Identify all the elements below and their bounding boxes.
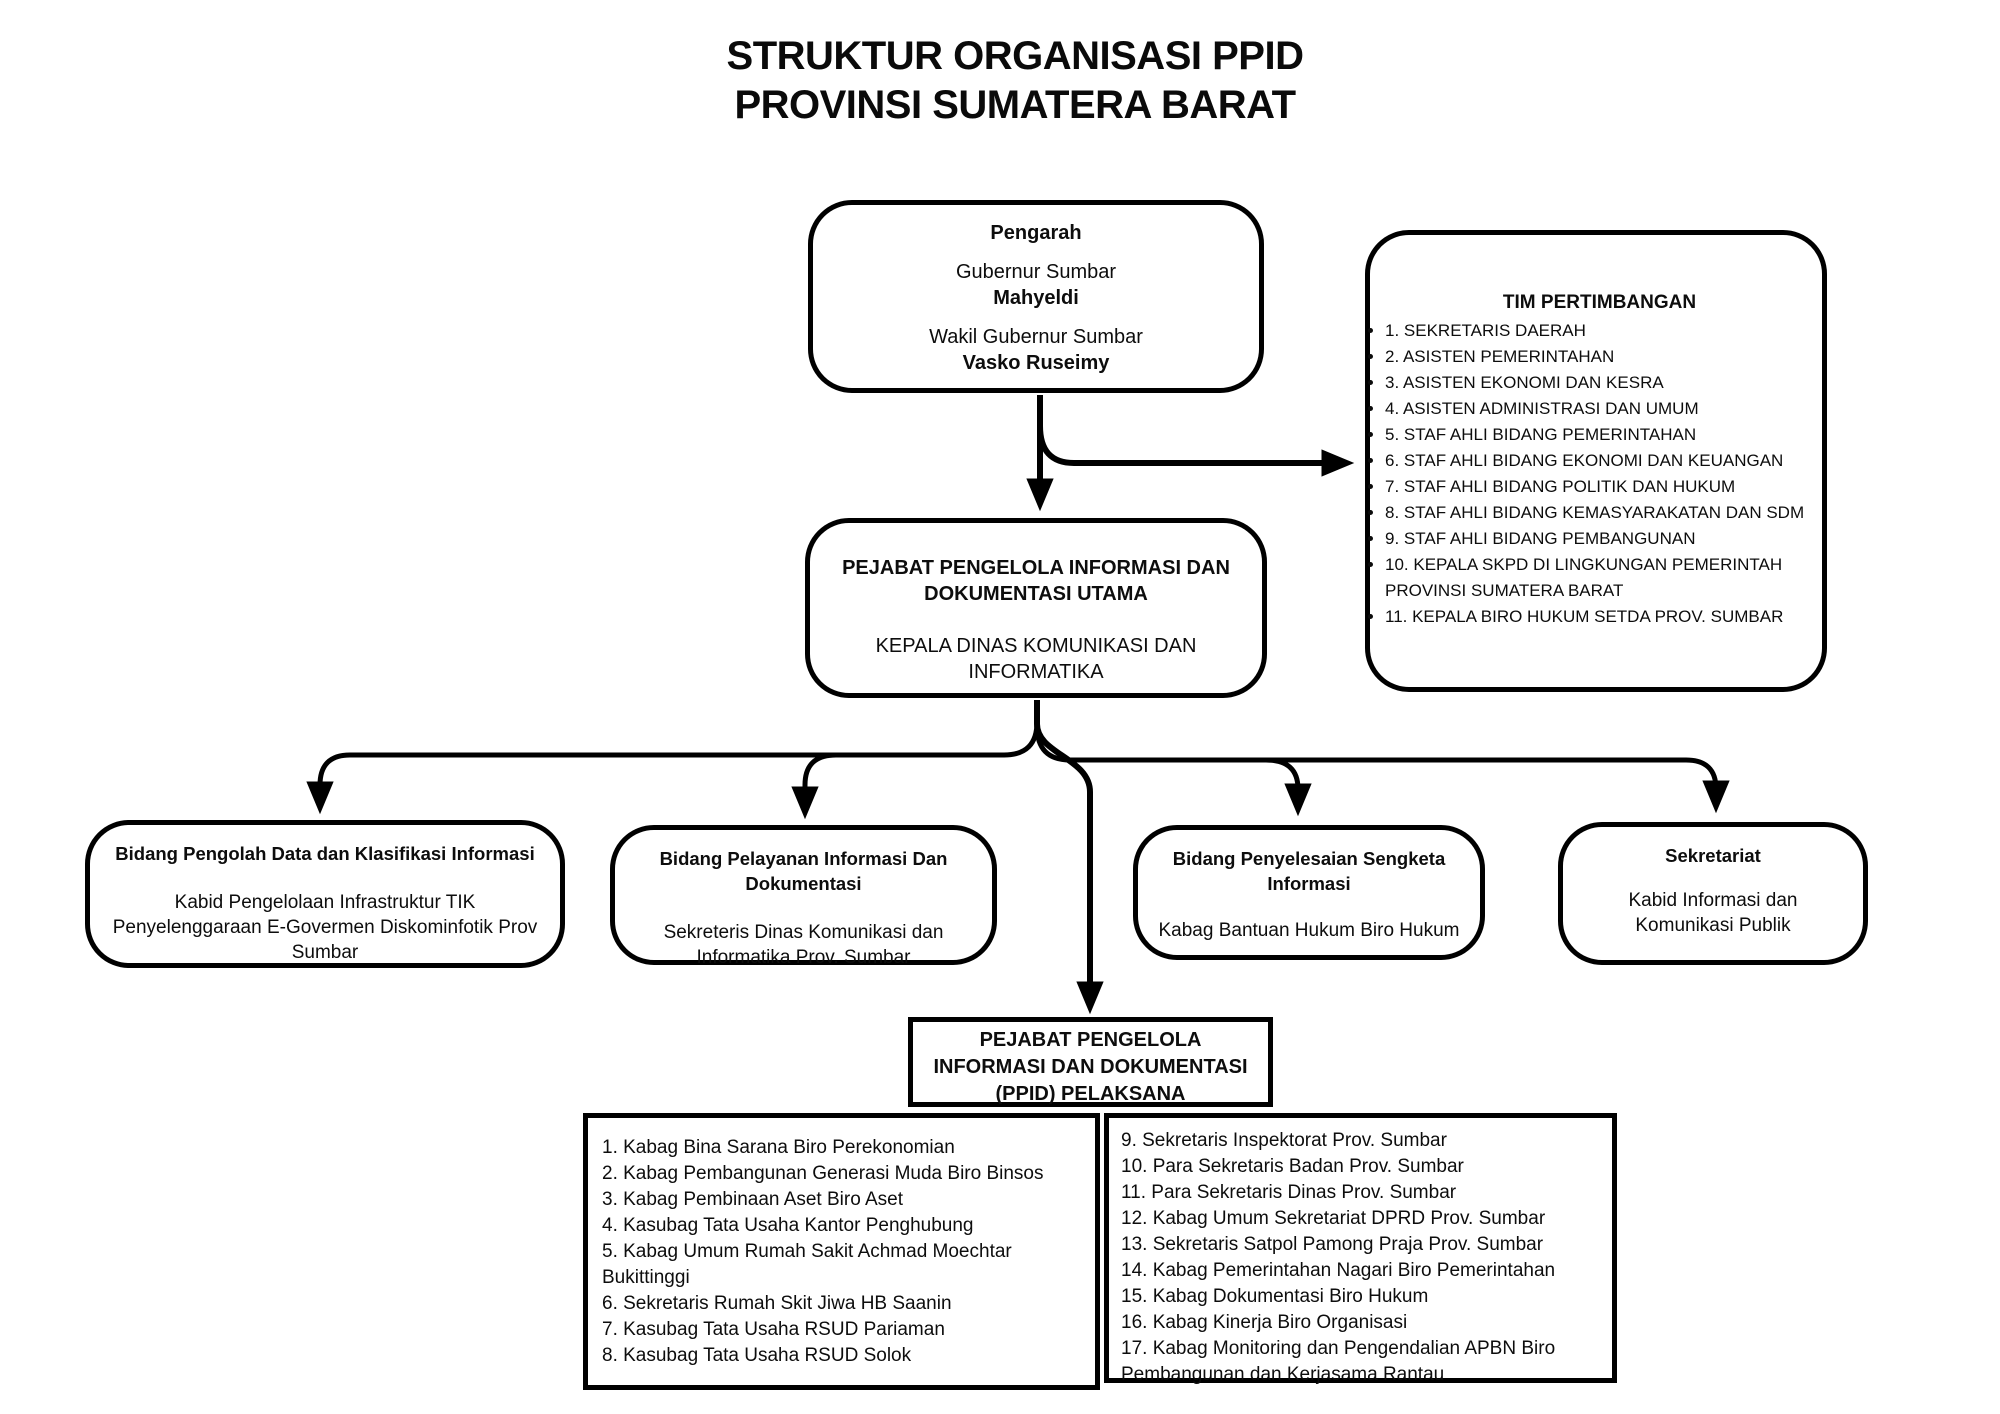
- ppid-utama-subtitle: KEPALA DINAS KOMUNIKASI DAN INFORMATIKA: [875, 635, 1197, 683]
- page-title-line2: PROVINSI SUMATERA BARAT: [734, 83, 1296, 127]
- spacer: [813, 246, 1259, 259]
- arrow-to-bidang-3: [1265, 757, 1312, 817]
- arrow-to-bidang-4: [1034, 725, 1730, 814]
- bidang-subtitle: Kabid Informasi dan Komunikasi Publik: [1628, 890, 1798, 936]
- list-item: 10. Para Sekretaris Badan Prov. Sumbar: [1121, 1156, 1464, 1177]
- list-item: 1. Kabag Bina Sarana Biro Perekonomian: [602, 1137, 955, 1158]
- list-item: 7. STAF AHLI BIDANG POLITIK DAN HUKUM: [1385, 474, 1814, 500]
- pengarah-box: Pengarah Gubernur Sumbar Mahyeldi Wakil …: [808, 200, 1264, 393]
- list-item: 2. ASISTEN PEMERINTAHAN: [1385, 344, 1814, 370]
- list-item: 4. ASISTEN ADMINISTRASI DAN UMUM: [1385, 396, 1814, 422]
- pengarah-role-vice-governor: Wakil Gubernur Sumbar: [929, 326, 1143, 348]
- list-item: 15. Kabag Dokumentasi Biro Hukum: [1121, 1286, 1429, 1307]
- list-item: 8. STAF AHLI BIDANG KEMASYARAKATAN DAN S…: [1385, 500, 1814, 526]
- list-item: 6. STAF AHLI BIDANG EKONOMI DAN KEUANGAN: [1385, 448, 1814, 474]
- pengarah-role-governor: Gubernur Sumbar: [955, 261, 1117, 283]
- list-item: 1. SEKRETARIS DAERAH: [1385, 318, 1814, 344]
- arrow-to-bidang-2: [791, 752, 837, 820]
- list-item: 17. Kabag Monitoring dan Pengendalian AP…: [1121, 1338, 1556, 1385]
- pelaksana-list-left: 1. Kabag Bina Sarana Biro Perekonomian 2.…: [602, 1135, 1085, 1369]
- ppid-pelaksana-heading: PEJABAT PENGELOLA INFORMASI DAN DOKUMENT…: [933, 1029, 1248, 1105]
- list-item: 5. Kabag Umum Rumah Sakit Achmad Moechta…: [602, 1241, 1012, 1288]
- list-item: 16. Kabag Kinerja Biro Organisasi: [1121, 1312, 1408, 1333]
- list-item: 11. Para Sekretaris Dinas Prov. Sumbar: [1121, 1182, 1457, 1203]
- list-item: 3. Kabag Pembinaan Aset Biro Aset: [602, 1189, 904, 1210]
- list-item: 12. Kabag Umum Sekretariat DPRD Prov. Su…: [1121, 1208, 1546, 1229]
- arrow-to-tim-pertimbangan: [1037, 425, 1355, 477]
- list-item: 5. STAF AHLI BIDANG PEMERINTAHAN: [1385, 422, 1814, 448]
- sekretariat-box: Sekretariat Kabid Informasi dan Komunika…: [1558, 822, 1868, 965]
- bidang-subtitle: Sekreteris Dinas Komunikasi dan Informat…: [663, 922, 944, 968]
- ppid-utama-box: PEJABAT PENGELOLA INFORMASI DAN DOKUMENT…: [805, 518, 1267, 698]
- page-title-line1: STRUKTUR ORGANISASI PPID: [726, 34, 1304, 78]
- tim-pertimbangan-list: 1. SEKRETARIS DAERAH2. ASISTEN PEMERINTA…: [1385, 318, 1814, 630]
- list-item: 13. Sekretaris Satpol Pamong Praja Prov.…: [1121, 1234, 1544, 1255]
- bidang-subtitle: Kabag Bantuan Hukum Biro Hukum: [1158, 920, 1460, 941]
- pelaksana-list-right-box: 9. Sekretaris Inspektorat Prov. Sumbar 10…: [1104, 1113, 1617, 1385]
- list-item: 14. Kabag Pemerintahan Nagari Biro Pemer…: [1121, 1260, 1556, 1281]
- spacer: [813, 311, 1259, 324]
- bidang-heading: Bidang Penyelesaian Sengketa Informasi: [1172, 848, 1446, 894]
- bidang-subtitle: Kabid Pengelolaan Infrastruktur TIK Peny…: [112, 892, 538, 963]
- pelaksana-list-left-box: 1. Kabag Bina Sarana Biro Perekonomian 2.…: [583, 1113, 1100, 1390]
- list-item: 8. Kasubag Tata Usaha RSUD Solok: [602, 1345, 912, 1366]
- list-item: 9. STAF AHLI BIDANG PEMBANGUNAN: [1385, 526, 1814, 552]
- tim-pertimbangan-box: TIM PERTIMBANGAN 1. SEKRETARIS DAERAH2. …: [1365, 230, 1827, 692]
- bidang-heading: Sekretariat: [1665, 845, 1761, 866]
- bidang-pengolah-data-box: Bidang Pengolah Data dan Klasifikasi Inf…: [85, 820, 565, 968]
- tim-pertimbangan-heading: TIM PERTIMBANGAN: [1502, 292, 1697, 313]
- bidang-pelayanan-box: Bidang Pelayanan Informasi Dan Dokumenta…: [610, 825, 997, 968]
- list-item: 11. KEPALA BIRO HUKUM SETDA PROV. SUMBAR: [1385, 604, 1814, 630]
- list-item: 4. Kasubag Tata Usaha Kantor Penghubung: [602, 1215, 974, 1236]
- pengarah-heading: Pengarah: [990, 222, 1082, 244]
- page-title: STRUKTUR ORGANISASI PPID PROVINSI SUMATE…: [515, 32, 1515, 130]
- pengarah-name-governor: Mahyeldi: [993, 287, 1079, 309]
- list-item: 7. Kasubag Tata Usaha RSUD Pariaman: [602, 1319, 945, 1340]
- arrow-to-bidang-1: [306, 721, 1040, 815]
- list-item: 6. Sekretaris Rumah Skit Jiwa HB Saanin: [602, 1293, 952, 1314]
- list-item: 9. Sekretaris Inspektorat Prov. Sumbar: [1121, 1130, 1447, 1151]
- pengarah-name-vice-governor: Vasko Ruseimy: [962, 352, 1110, 374]
- list-item: 2. Kabag Pembangunan Generasi Muda Biro …: [602, 1163, 1044, 1184]
- list-item: 3. ASISTEN EKONOMI DAN KESRA: [1385, 370, 1814, 396]
- bidang-heading: Bidang Pelayanan Informasi Dan Dokumenta…: [659, 848, 948, 894]
- pelaksana-list-right: 9. Sekretaris Inspektorat Prov. Sumbar 10…: [1121, 1128, 1604, 1388]
- ppid-utama-heading: PEJABAT PENGELOLA INFORMASI DAN DOKUMENT…: [842, 557, 1230, 605]
- arrow-utama-to-pelaksana: [1034, 700, 1104, 1015]
- bidang-sengketa-box: Bidang Penyelesaian Sengketa Informasi K…: [1133, 825, 1485, 960]
- ppid-pelaksana-box: PEJABAT PENGELOLA INFORMASI DAN DOKUMENT…: [908, 1017, 1273, 1107]
- bidang-heading: Bidang Pengolah Data dan Klasifikasi Inf…: [115, 843, 535, 864]
- list-item: 10. KEPALA SKPD DI LINGKUNGAN PEMERINTAH…: [1385, 552, 1814, 604]
